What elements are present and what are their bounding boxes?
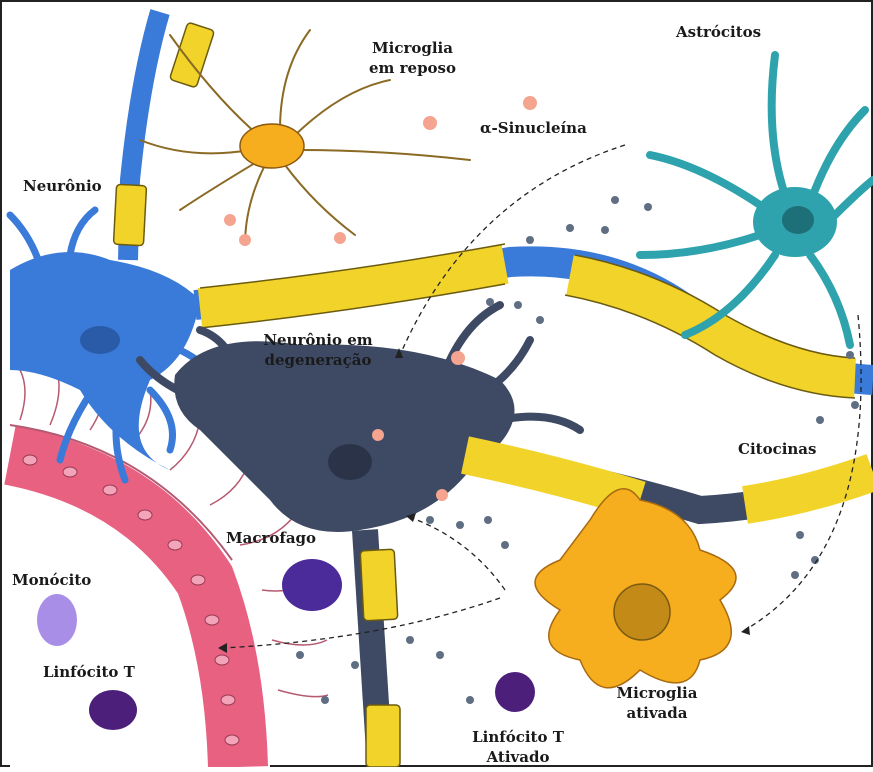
label-resting-microglia: Microglia em reposo: [360, 38, 465, 78]
macrophage-cell: [282, 559, 342, 611]
t-lymphocyte-cell: [89, 690, 137, 730]
label-alpha-synuclein: α-Sinucleína: [480, 118, 587, 138]
label-resting-microglia-line2: em reposo: [360, 58, 465, 78]
label-activated-t-lymphocyte-line2: Ativado: [468, 747, 568, 767]
label-degenerating-neuron-line2: degeneração: [262, 350, 374, 370]
label-resting-microglia-line1: Microglia: [360, 38, 465, 58]
label-degenerating-neuron-line1: Neurônio em: [262, 330, 374, 350]
label-monocyte: Monócito: [12, 570, 91, 590]
label-activated-t-lymphocyte: Linfócito T Ativado: [468, 727, 568, 767]
monocyte-cell: [37, 594, 77, 646]
label-degenerating-neuron: Neurônio em degeneração: [262, 330, 374, 370]
label-cytokines: Citocinas: [738, 439, 816, 459]
label-neuron: Neurônio: [23, 176, 102, 196]
label-t-lymphocyte: Linfócito T: [43, 662, 135, 682]
label-astrocytes: Astrócitos: [676, 22, 761, 42]
label-macrophage: Macrofago: [226, 528, 316, 548]
label-activated-microglia: Microglia ativada: [612, 683, 702, 723]
label-activated-t-lymphocyte-line1: Linfócito T: [468, 727, 568, 747]
label-activated-microglia-line1: Microglia: [612, 683, 702, 703]
activated-t-lymphocyte-cell: [495, 672, 535, 712]
label-activated-microglia-line2: ativada: [612, 703, 702, 723]
